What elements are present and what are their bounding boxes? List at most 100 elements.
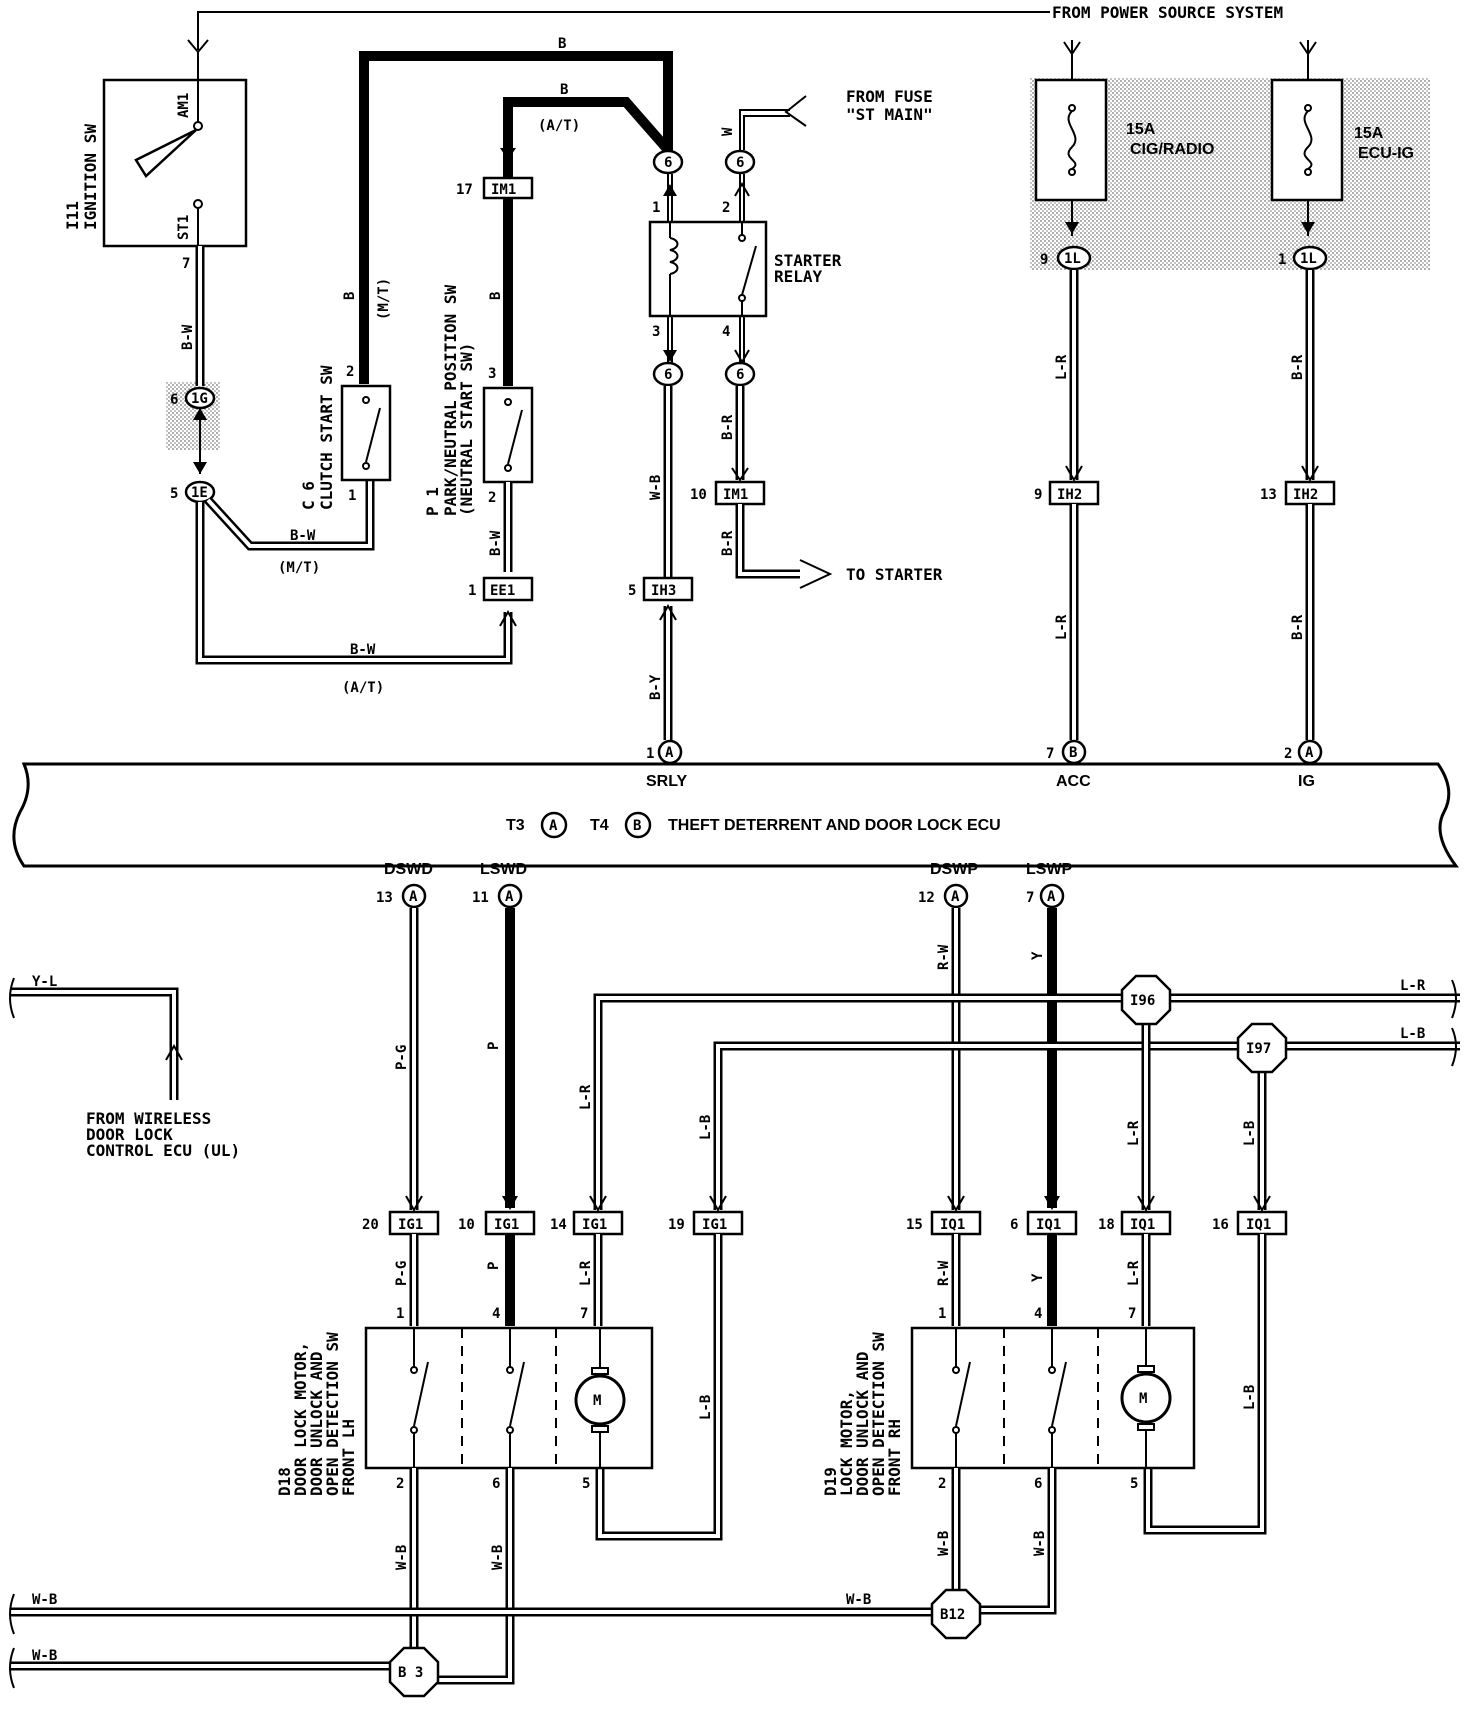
pin-ig19: 19 [668, 1217, 685, 1233]
pin-ig7: 7 [182, 256, 190, 272]
pin-c2: 2 [346, 364, 354, 380]
pin-m6-lh: 6 [492, 1476, 500, 1492]
connector-IQ1-18: IQ1 [1120, 1210, 1172, 1236]
connector-IH3: IH3 [642, 576, 694, 602]
pin-pn2: 2 [488, 490, 496, 506]
st1-terminal-label: ST1 [176, 215, 192, 240]
pin-ih9: 9 [1034, 487, 1042, 503]
pin-r2: 2 [722, 200, 730, 216]
d18-l1: DOOR LOCK MOTOR, [291, 1342, 310, 1496]
terminal-lswd: LSWD [480, 861, 527, 878]
svg-text:1G: 1G [191, 391, 208, 407]
d18-id: D18 [275, 1467, 294, 1496]
ecu-t3: T3 [506, 817, 525, 834]
terminal-srly: SRLY [646, 773, 688, 790]
wire-bw-at: B-W [350, 642, 376, 658]
connector-IG1-20: IG1 [388, 1210, 440, 1236]
pin-m4-rh: 4 [1034, 1306, 1042, 1322]
ecu-pin-acc: B [1061, 739, 1087, 765]
pin-lswp: 7 [1026, 890, 1034, 906]
ecu-t4-b: B [633, 818, 641, 834]
d19-l3: OPEN DETECTION SW [869, 1332, 888, 1496]
pin-ih13: 13 [1260, 487, 1277, 503]
pin-ig14: 14 [550, 1217, 567, 1233]
d18-l3: OPEN DETECTION SW [323, 1332, 342, 1496]
pin-pn3: 3 [488, 366, 496, 382]
wire-rw-1: R-W [936, 944, 952, 970]
wire-br-relay: B-R [720, 414, 736, 440]
svg-text:1L: 1L [1300, 251, 1317, 267]
fuse-name-label: "ST MAIN" [846, 105, 933, 124]
connector-IM1-17: IM1 [482, 176, 534, 200]
wire-wb-rh-mid: W-B [846, 1592, 871, 1608]
wire-wb-rh1: W-B [936, 1531, 952, 1556]
park-neutral-switch [482, 386, 534, 484]
wire-lr-i96: L-R [1126, 1120, 1142, 1146]
ecu-name: THEFT DETERRENT AND DOOR LOCK ECU [668, 817, 1001, 834]
svg-text:IG1: IG1 [582, 1217, 607, 1233]
at-label-top: (A/T) [538, 118, 580, 134]
pin-ig20: 20 [362, 1217, 379, 1233]
pin-r3: 3 [652, 324, 660, 340]
svg-text:M: M [1139, 1391, 1147, 1407]
terminal-acc: ACC [1056, 773, 1091, 790]
wire-lb-rh: L-B [1242, 1385, 1258, 1410]
svg-text:IG1: IG1 [398, 1217, 423, 1233]
svg-text:IH2: IH2 [1057, 487, 1082, 503]
wire-lb-right: L-B [1400, 1026, 1425, 1042]
pin-c1: 1 [348, 488, 356, 504]
svg-text:M: M [593, 1393, 601, 1409]
pin-im10: 10 [690, 487, 707, 503]
d19-l2: DOOR UNLOCK AND [853, 1352, 872, 1497]
wire-b-clutch: B [342, 292, 358, 300]
svg-text:6: 6 [664, 155, 672, 171]
d19-l4: FRONT RH [885, 1419, 904, 1496]
terminal-dswp: DSWP [930, 861, 978, 878]
pin-m4-lh: 4 [492, 1306, 500, 1322]
ground-B3: B 3 [388, 1646, 440, 1698]
wire-lr-right: L-R [1400, 978, 1426, 994]
relay-name2: RELAY [774, 267, 823, 286]
wire-lb-i97: L-B [1242, 1121, 1258, 1146]
svg-text:6: 6 [664, 367, 672, 383]
svg-text:6: 6 [736, 155, 744, 171]
wire-wb-lh-left: W-B [32, 1648, 57, 1664]
pin-m2-rh: 2 [938, 1476, 946, 1492]
svg-text:I97: I97 [1246, 1041, 1271, 1057]
ecu-pin-lswp: A [1039, 883, 1065, 909]
pin-ih5: 5 [628, 583, 636, 599]
connector-1G: 1G [184, 386, 216, 410]
to-starter-label: TO STARTER [846, 565, 943, 584]
wire-br-ig2: B-R [1290, 614, 1306, 640]
pin-srly: 1 [646, 746, 654, 762]
svg-text:6: 6 [736, 367, 744, 383]
pin-m1-lh: 1 [396, 1306, 404, 1322]
pin-m1-rh: 1 [938, 1306, 946, 1322]
clutch-name: CLUTCH START SW [317, 365, 336, 510]
clutch-id: C 6 [299, 481, 318, 510]
svg-text:IQ1: IQ1 [1246, 1217, 1271, 1233]
wire-b-top2: B [560, 82, 568, 98]
power-source-line [187, 11, 1050, 54]
terminal-ig: IG [1298, 773, 1315, 790]
svg-text:1L: 1L [1064, 251, 1081, 267]
connector-IM1-10: IM1 [714, 480, 766, 506]
svg-text:IM1: IM1 [723, 487, 748, 503]
fuse-ecu-ig [1270, 40, 1344, 236]
d19-l1: LOCK MOTOR, [837, 1390, 856, 1496]
pin-m7-lh: 7 [580, 1306, 588, 1322]
wire-wb-relay: W-B [648, 475, 664, 500]
pin-dswp: 12 [918, 890, 935, 906]
wire-bw-pn: B-W [488, 530, 504, 556]
ecu-pin-ig: A [1297, 739, 1323, 765]
connector-IG1-10: IG1 [484, 1210, 536, 1236]
svg-text:IH3: IH3 [651, 583, 676, 599]
connector-EE1: EE1 [482, 576, 534, 602]
ignition-switch [102, 52, 248, 248]
svg-text:IQ1: IQ1 [1036, 1217, 1061, 1233]
wire-rw-2: R-W [936, 1260, 952, 1286]
wire-lr-lh: L-R [578, 1260, 594, 1286]
pin-l9: 9 [1040, 252, 1048, 268]
pin-g6: 6 [170, 392, 178, 408]
